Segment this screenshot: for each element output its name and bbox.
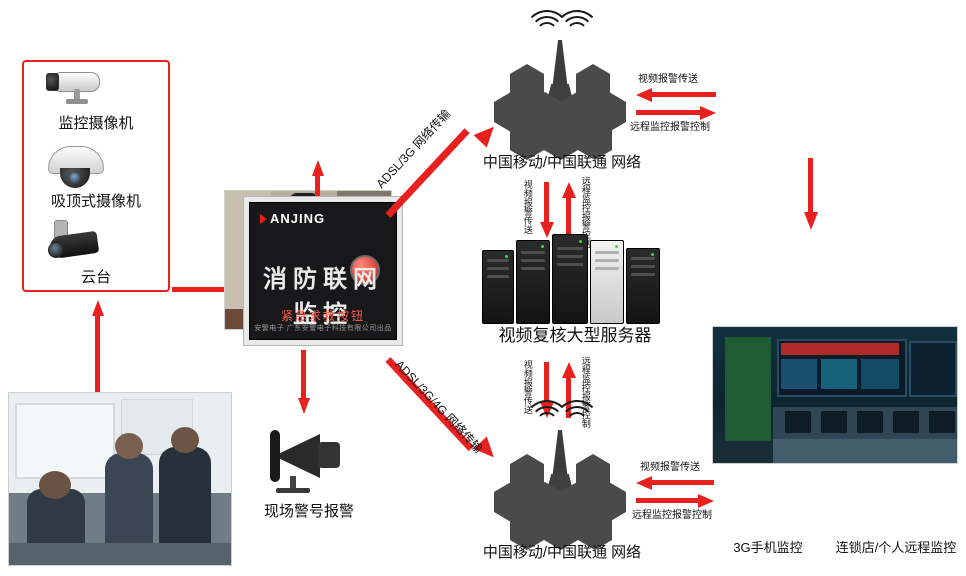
device-bullet-camera: 监控摄像机 (38, 62, 154, 134)
network-top-label: 中国移动/中国联通 网络 (482, 154, 642, 171)
arrow-panel-to-top-network (382, 120, 502, 240)
link-bottom-right-up-label: 视频报警传送 (640, 462, 700, 473)
link-top-right-up-label: 视频报警传送 (638, 74, 698, 85)
fire-alarm-panel[interactable]: ANJING 消防联网监控 紧急求救按钮 安警电子 广东安警电子科技有限公司出品 (243, 196, 403, 346)
link-bottom-right-down-label: 远程监控报警控制 (632, 510, 712, 521)
network-bottom-label: 中国移动/中国联通 网络 (482, 544, 642, 561)
link-upper-vertical-left-label: 视频报警传送 (522, 180, 533, 234)
device-ptz-camera: 云台 (38, 216, 154, 288)
remote-monitoring-label: 连锁店/个人远程监控 (835, 540, 957, 555)
siren-device (268, 428, 348, 498)
panel-brand: ANJING (260, 211, 325, 226)
siren-label: 现场警号报警 (263, 503, 354, 520)
device-ptz-camera-label: 云台 (80, 269, 111, 286)
arrow-bottom-network-to-server (562, 362, 576, 418)
arrow-bottom-network-to-mobile (636, 476, 714, 490)
arrow-mobile-to-bottom-network (636, 494, 714, 508)
link-upper-vertical-right-label: 远程监控报警控制 (580, 176, 591, 248)
link-lower-vertical-left-label: 视频报警传送 (522, 360, 533, 414)
arrow-command-center-to-fire-response (804, 158, 818, 230)
server-cluster (482, 232, 662, 324)
panel-subtitle: 紧急求救按钮 (280, 309, 365, 323)
photo-monitoring-room (8, 392, 232, 566)
camera-group-box (22, 60, 170, 292)
photo-command-center (712, 326, 958, 464)
emergency-button-icon[interactable] (350, 255, 380, 285)
arrow-command-center-to-top-network (636, 106, 716, 120)
arrow-panel-to-siren (298, 350, 310, 414)
network-tower-top (492, 10, 628, 160)
link-top-right-down-label: 远程监控报警控制 (630, 122, 710, 133)
panel-title: 消防联网监控 (263, 266, 383, 328)
device-dome-camera: 吸顶式摄像机 (38, 140, 154, 212)
device-dome-camera-label: 吸顶式摄像机 (50, 193, 141, 210)
arrow-top-network-to-command-center (636, 88, 716, 102)
mobile-monitoring-label: 3G手机监控 (733, 540, 803, 555)
arrow-photo-to-cameras (92, 300, 104, 396)
network-tower-bottom (492, 400, 628, 550)
link-lower-vertical-right-label: 远程监控报警控制 (580, 356, 591, 428)
server-label: 视频复核大型服务器 (498, 326, 652, 345)
arrow-server-to-top-network (562, 182, 576, 238)
arrow-top-network-to-server (540, 182, 554, 238)
device-bullet-camera-label: 监控摄像机 (58, 115, 134, 132)
panel-footer: 安警电子 广东安警电子科技有限公司出品 (254, 325, 392, 332)
arrow-panel-to-entrance-photo (312, 160, 324, 206)
